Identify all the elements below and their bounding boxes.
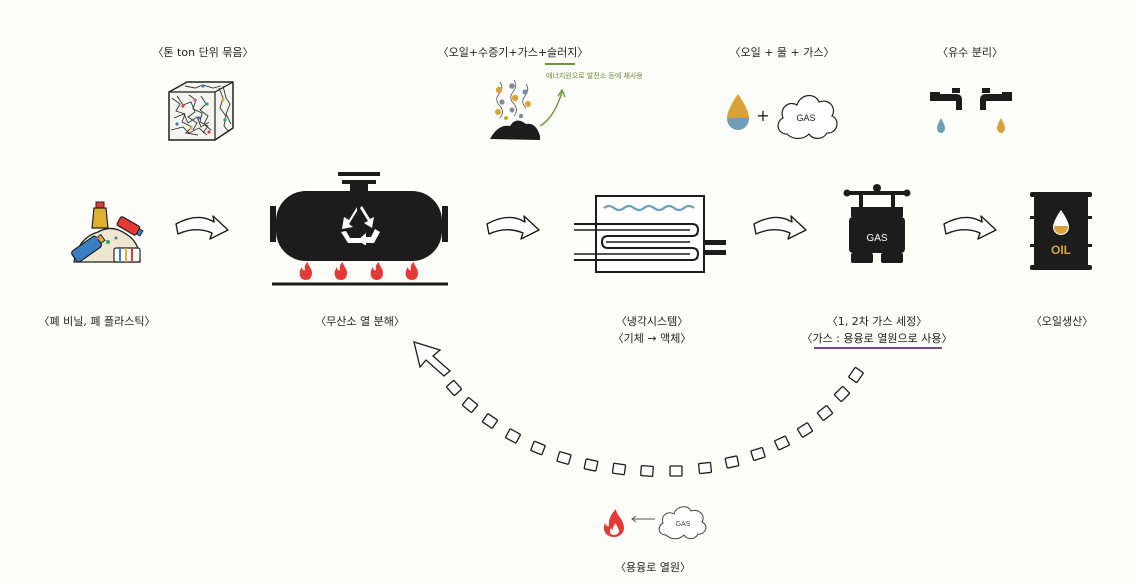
gas-cloud-icon: GAS	[658, 506, 707, 540]
arrow-left-icon	[631, 515, 655, 523]
plus-sign: +	[756, 106, 770, 125]
faucets-icon	[930, 88, 1012, 133]
bale-icon	[168, 81, 234, 141]
pyrolysis-reactor-icon	[270, 172, 448, 286]
gas-cleaning-label: 〈1, 2차 가스 세정〉	[826, 315, 928, 328]
flame-icon	[603, 509, 624, 537]
oil-barrel-icon: OIL	[1030, 192, 1092, 270]
waste-plastic-label: 〈폐 비닐, 폐 플라스틱〉	[38, 315, 156, 328]
oil-water-drop-icon	[727, 94, 749, 130]
flame-icon	[299, 262, 418, 280]
sludge-particles-icon	[490, 79, 566, 140]
oil-barrel-text: OIL	[1051, 243, 1071, 257]
gas-cloud-small-text: GAS	[676, 521, 691, 528]
arrow-icon	[753, 215, 807, 240]
plastic-waste-icon	[71, 201, 144, 263]
gas-tank-text: GAS	[866, 233, 887, 244]
arrow-icon	[486, 215, 540, 240]
oil-water-gas-label: 〈오일 + 물 + 가스〉	[729, 46, 835, 59]
oil-water-separation-label: 〈유수 분리〉	[937, 46, 1003, 59]
ton-bundle-label: 〈톤 ton 단위 묶음〉	[152, 46, 254, 59]
gas-reuse-label: 〈가스 : 용융로 열원으로 사용〉	[801, 332, 953, 345]
arrow-icon	[943, 215, 997, 240]
recycle-icon	[341, 206, 380, 245]
gas-scrubber-icon: GAS	[843, 184, 911, 263]
byproducts-underline	[545, 63, 575, 65]
gas-to-liquid-label: 〈기체 → 액체〉	[612, 332, 692, 345]
pyrolysis-label: 〈무산소 열 분해〉	[315, 315, 405, 328]
melting-furnace-heat-label: 〈용융로 열원〉	[614, 561, 692, 574]
condenser-icon	[574, 195, 726, 273]
cooling-system-label: 〈냉각시스템〉	[615, 315, 689, 328]
reuse-note: 에너지원으로 발전소 등에 재사용	[546, 72, 643, 80]
oil-production-label: 〈오일생산〉	[1030, 315, 1094, 328]
gas-reuse-underline	[814, 347, 942, 349]
gas-recirculation-arrow	[413, 341, 864, 477]
gas-cloud-icon: GAS	[777, 95, 838, 140]
arrow-icon	[175, 215, 229, 240]
byproducts-label: 〈오일+수증기+가스+슬러지〉	[437, 46, 589, 59]
gas-cloud-text: GAS	[796, 113, 815, 123]
